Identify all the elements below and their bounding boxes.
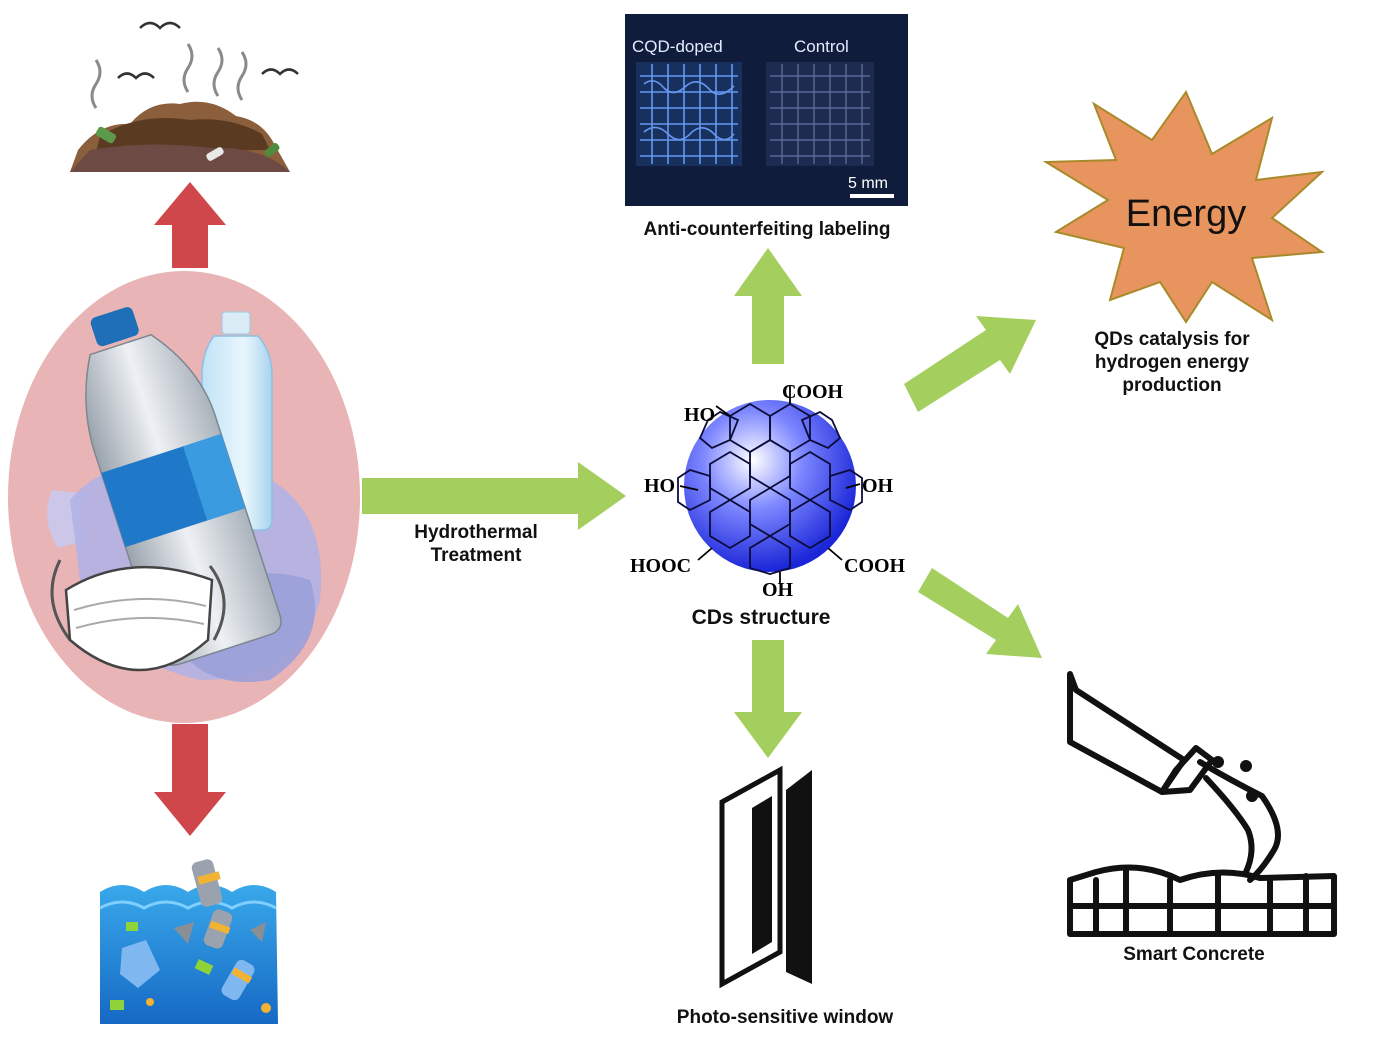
- group-cooh-top: COOH: [782, 381, 844, 403]
- photo-label-cqd-doped: CQD-doped: [632, 37, 723, 56]
- arrow-to-anti-counterfeit: [734, 248, 802, 364]
- cds-structure-caption: CDs structure: [691, 606, 831, 629]
- window-caption: Photo-sensitive window: [676, 1007, 894, 1028]
- arrow-to-landfill: [154, 182, 226, 268]
- concrete-caption: Smart Concrete: [1123, 944, 1265, 965]
- anti-counterfeit-photo: CQD-doped Control 5 mm: [625, 14, 908, 206]
- arrow-to-ocean: [154, 724, 226, 836]
- photo-label-control: Control: [794, 37, 849, 56]
- photo-scale-label: 5 mm: [848, 175, 888, 192]
- anti-counterfeit-caption: Anti-counterfeiting labeling: [643, 219, 891, 240]
- group-cooh-bottom: COOH: [844, 555, 906, 577]
- ocean-pollution-icon: [99, 859, 278, 1024]
- smart-concrete-icon: [1067, 671, 1337, 937]
- photo-sensitive-window-icon: [719, 765, 812, 989]
- group-ho-left: HO: [644, 475, 675, 497]
- landfill-icon: [70, 21, 299, 172]
- arrow-to-concrete: [918, 568, 1042, 658]
- plastic-bottle-icon: [85, 307, 282, 666]
- hydrothermal-label: Hydrothermal Treatment: [414, 522, 538, 566]
- scale-bar: [850, 194, 894, 198]
- group-oh-right: OH: [862, 475, 894, 497]
- group-hooc-bottom: HOOC: [630, 555, 691, 577]
- plastic-waste-illustration: [8, 271, 360, 723]
- arrow-to-window: [734, 640, 802, 758]
- energy-burst-icon: Energy: [1042, 89, 1325, 324]
- arrow-hydrothermal: [362, 462, 626, 530]
- energy-text: Energy: [1126, 193, 1246, 235]
- face-mask-icon: [50, 559, 226, 672]
- energy-caption: QDs catalysis for hydrogen energy produc…: [1094, 329, 1250, 396]
- carbon-dot-structure: COOH HO HO OH HOOC OH COOH: [630, 381, 906, 601]
- arrow-to-energy: [904, 316, 1036, 412]
- group-oh-bottom: OH: [762, 579, 794, 601]
- group-ho-top: HO: [684, 404, 715, 426]
